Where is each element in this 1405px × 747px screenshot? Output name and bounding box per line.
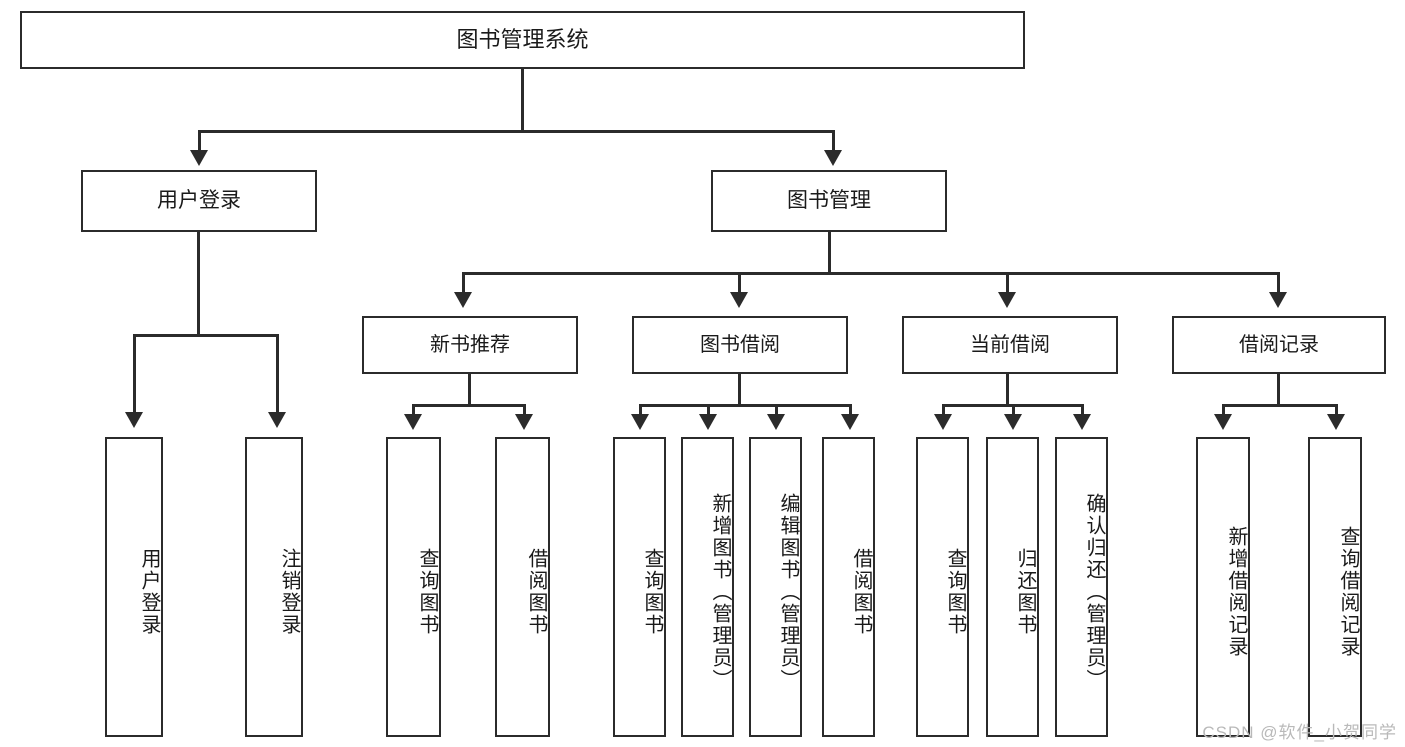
node-label: 借阅图书 — [850, 548, 872, 636]
connector-new-bus — [412, 404, 526, 407]
connector-books-to-new — [462, 272, 465, 294]
arrow-new-to-leaf2 — [515, 414, 533, 430]
arrow-current-to-leaf1 — [934, 414, 952, 430]
connector-current-stem — [1006, 374, 1009, 406]
node-label: 用户登录 — [157, 188, 241, 212]
node-label: 用户登录 — [138, 548, 160, 636]
node-label: 借阅图书 — [525, 548, 547, 636]
connector-record-bus — [1222, 404, 1338, 407]
arrow-record-to-leaf2 — [1327, 414, 1345, 430]
node-new-book-recommend[interactable]: 新书推荐 — [362, 316, 578, 374]
connector-current-to-leaf1 — [942, 404, 945, 416]
node-label: 查询借阅记录 — [1337, 526, 1359, 658]
node-current-borrow[interactable]: 当前借阅 — [902, 316, 1118, 374]
node-label: 新书推荐 — [430, 333, 510, 356]
node-label: 查询图书 — [416, 548, 438, 636]
arrow-borrow-to-leaf1 — [631, 414, 649, 430]
connector-books-bus — [462, 272, 1280, 275]
node-label: 查询图书 — [641, 548, 663, 636]
connector-root-to-books — [832, 130, 835, 152]
leaf-borrow-add-book[interactable]: 新增图书（管理员） — [681, 437, 734, 737]
connector-books-to-borrow — [738, 272, 741, 294]
leaf-borrow-query-book[interactable]: 查询图书 — [613, 437, 666, 737]
node-label: 注销登录 — [278, 548, 300, 636]
node-label: 图书借阅 — [700, 333, 780, 356]
leaf-borrow-edit-book[interactable]: 编辑图书（管理员） — [749, 437, 802, 737]
leaf-record-add[interactable]: 新增借阅记录 — [1196, 437, 1250, 737]
arrow-login-to-leaf2 — [268, 412, 286, 428]
connector-current-to-leaf3 — [1081, 404, 1084, 416]
leaf-user-login[interactable]: 用户登录 — [105, 437, 163, 737]
arrow-books-to-current — [998, 292, 1016, 308]
node-label: 编辑图书（管理员） — [777, 493, 799, 691]
node-label: 查询图书 — [944, 548, 966, 636]
node-label: 确认归还（管理员） — [1083, 493, 1105, 691]
node-label: 图书管理系统 — [456, 27, 589, 53]
connector-new-stem — [468, 374, 471, 406]
connector-borrow-to-leaf2 — [707, 404, 710, 416]
connector-login-to-leaf1 — [133, 334, 136, 414]
connector-login-to-leaf2 — [276, 334, 279, 414]
node-user-login[interactable]: 用户登录 — [81, 170, 317, 232]
leaf-record-query[interactable]: 查询借阅记录 — [1308, 437, 1362, 737]
node-label: 图书管理 — [787, 188, 871, 212]
leaf-current-return-book[interactable]: 归还图书 — [986, 437, 1039, 737]
node-label: 归还图书 — [1014, 548, 1036, 636]
leaf-new-borrow-book[interactable]: 借阅图书 — [495, 437, 550, 737]
connector-new-to-leaf2 — [523, 404, 526, 416]
node-label: 借阅记录 — [1239, 333, 1319, 356]
connector-record-to-leaf2 — [1335, 404, 1338, 416]
connector-root-bus — [198, 130, 835, 133]
connector-borrow-to-leaf3 — [775, 404, 778, 416]
arrow-root-to-login — [190, 150, 208, 166]
node-borrow-record[interactable]: 借阅记录 — [1172, 316, 1386, 374]
arrow-current-to-leaf3 — [1073, 414, 1091, 430]
arrow-books-to-borrow — [730, 292, 748, 308]
connector-books-to-current — [1006, 272, 1009, 294]
node-book-management[interactable]: 图书管理 — [711, 170, 947, 232]
connector-record-stem — [1277, 374, 1280, 406]
arrow-root-to-books — [824, 150, 842, 166]
connector-root-to-login — [198, 130, 201, 152]
arrow-borrow-to-leaf3 — [767, 414, 785, 430]
connector-record-to-leaf1 — [1222, 404, 1225, 416]
arrow-current-to-leaf2 — [1004, 414, 1022, 430]
connector-root-stem — [521, 69, 524, 130]
arrow-books-to-new — [454, 292, 472, 308]
node-book-borrow[interactable]: 图书借阅 — [632, 316, 848, 374]
connector-current-to-leaf2 — [1012, 404, 1015, 416]
connector-new-to-leaf1 — [412, 404, 415, 416]
node-label: 当前借阅 — [970, 333, 1050, 356]
arrow-borrow-to-leaf4 — [841, 414, 859, 430]
connector-borrow-to-leaf1 — [639, 404, 642, 416]
node-label: 新增图书（管理员） — [709, 493, 731, 691]
node-label: 新增借阅记录 — [1225, 526, 1247, 658]
connector-login-stem — [197, 232, 200, 336]
leaf-logout[interactable]: 注销登录 — [245, 437, 303, 737]
leaf-current-query-book[interactable]: 查询图书 — [916, 437, 969, 737]
arrow-record-to-leaf1 — [1214, 414, 1232, 430]
connector-borrow-to-leaf4 — [849, 404, 852, 416]
node-root-system[interactable]: 图书管理系统 — [20, 11, 1025, 69]
connector-borrow-bus — [639, 404, 852, 407]
leaf-borrow-borrow-book[interactable]: 借阅图书 — [822, 437, 875, 737]
leaf-new-query-book[interactable]: 查询图书 — [386, 437, 441, 737]
arrow-borrow-to-leaf2 — [699, 414, 717, 430]
connector-books-stem — [828, 232, 831, 274]
arrow-login-to-leaf1 — [125, 412, 143, 428]
arrow-books-to-record — [1269, 292, 1287, 308]
connector-login-bus — [133, 334, 279, 337]
connector-borrow-stem — [738, 374, 741, 406]
leaf-current-confirm-return[interactable]: 确认归还（管理员） — [1055, 437, 1108, 737]
connector-books-to-record — [1277, 272, 1280, 294]
arrow-new-to-leaf1 — [404, 414, 422, 430]
